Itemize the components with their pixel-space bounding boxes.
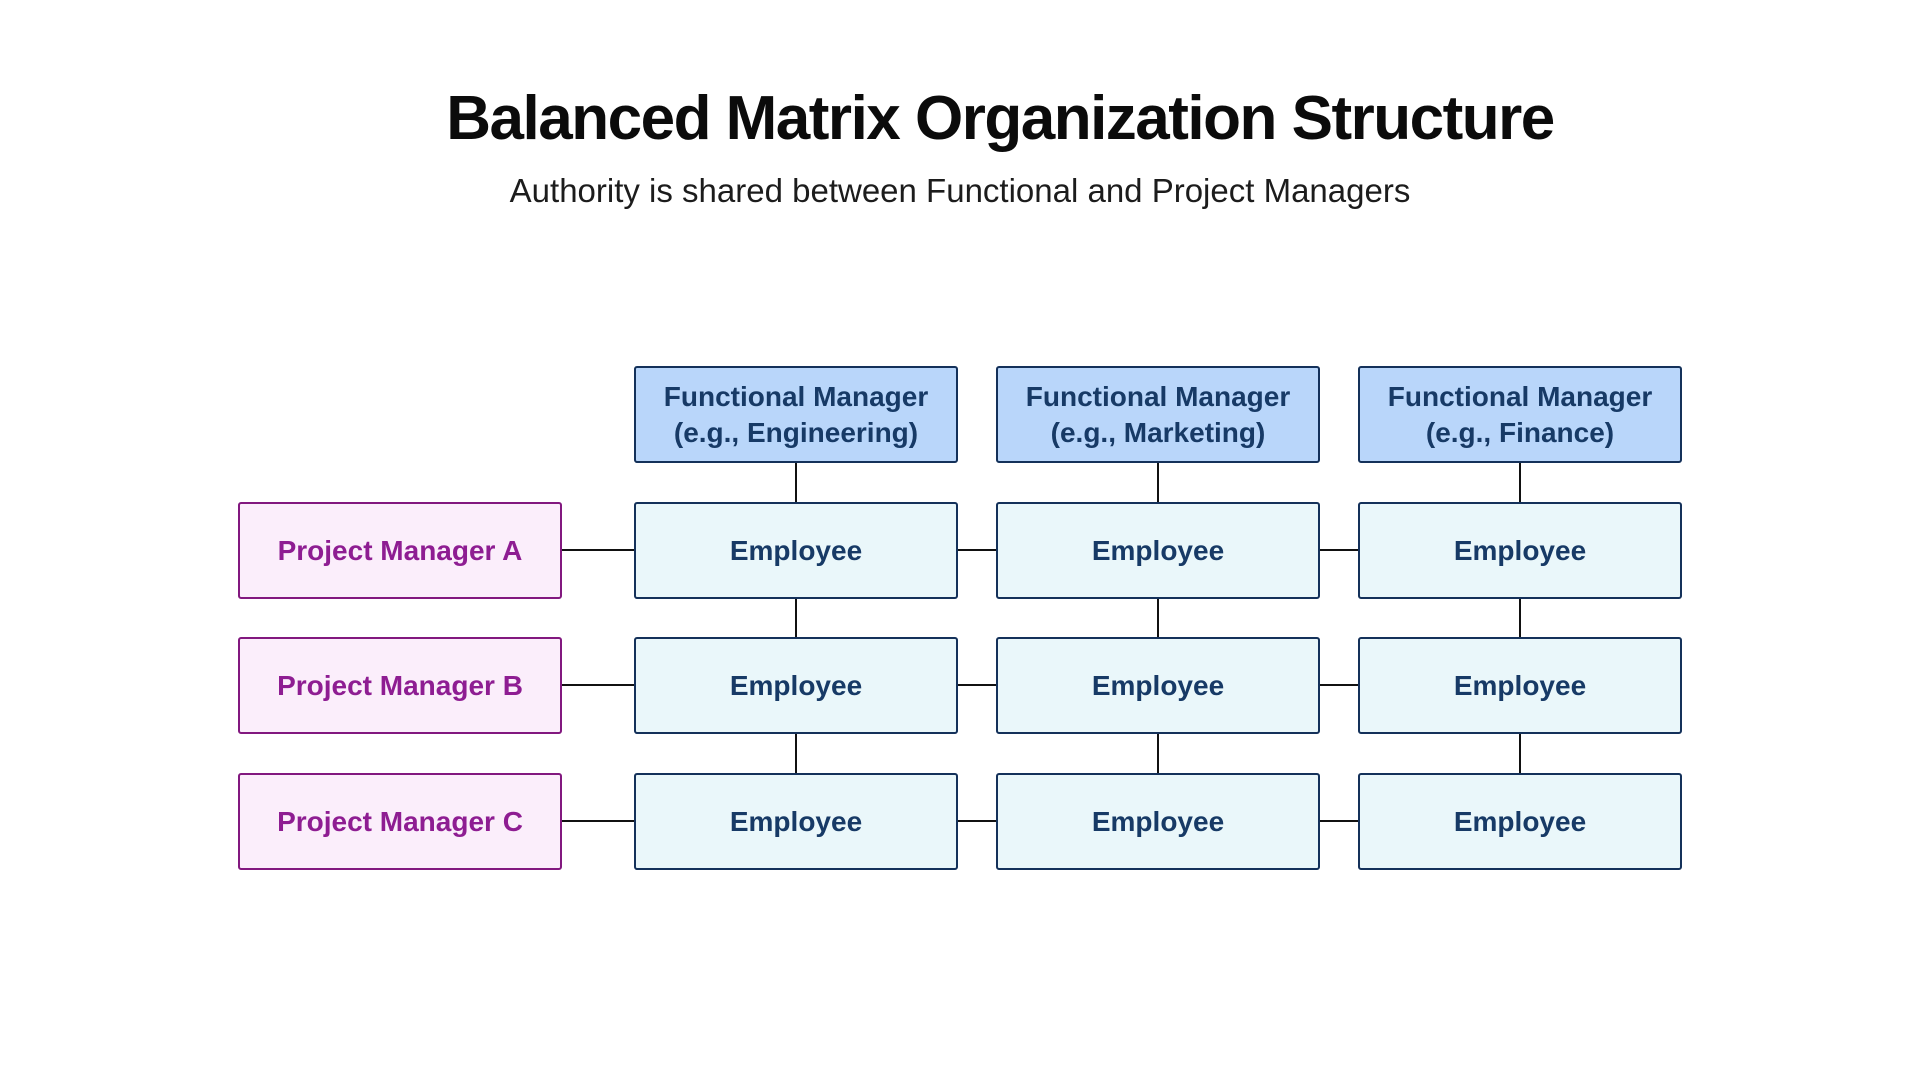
connector-vertical-c1-r1r2 <box>795 599 797 637</box>
functional-manager-box-engineering: Functional Manager (e.g., Engineering) <box>634 366 958 463</box>
page-title: Balanced Matrix Organization Structure <box>446 84 1555 153</box>
employee-label: Employee <box>1091 534 1225 566</box>
project-manager-box-b: Project Manager B <box>238 637 562 734</box>
connector-horizontal-r3-c1c2 <box>958 820 996 822</box>
connector-vertical-c3-r2r3 <box>1519 734 1521 773</box>
employee-box-r2c1: Employee <box>634 637 958 734</box>
connector-horizontal-r1-c2c3 <box>1320 549 1358 551</box>
project-manager-box-c: Project Manager C <box>238 773 562 870</box>
project-manager-label: Project Manager B <box>277 669 523 701</box>
employee-label: Employee <box>1453 805 1587 837</box>
employee-box-r3c1: Employee <box>634 773 958 870</box>
employee-box-r3c3: Employee <box>1358 773 1682 870</box>
connector-horizontal-r2-c2c3 <box>1320 684 1358 686</box>
connector-vertical-c2-r2r3 <box>1157 734 1159 773</box>
employee-box-r1c2: Employee <box>996 502 1320 599</box>
employee-box-r1c1: Employee <box>634 502 958 599</box>
connector-horizontal-r1-c1c2 <box>958 549 996 551</box>
functional-manager-subtitle: (e.g., Finance) <box>1425 416 1615 448</box>
page-subtitle: Authority is shared between Functional a… <box>509 172 1411 209</box>
connector-horizontal-pmc-e1 <box>562 820 634 822</box>
connector-horizontal-r2-c1c2 <box>958 684 996 686</box>
employee-label: Employee <box>1453 534 1587 566</box>
connector-vertical-fm1-e1 <box>795 463 797 502</box>
employee-box-r1c3: Employee <box>1358 502 1682 599</box>
project-manager-label: Project Manager A <box>277 534 523 566</box>
functional-manager-box-marketing: Functional Manager (e.g., Marketing) <box>996 366 1320 463</box>
employee-label: Employee <box>1091 805 1225 837</box>
employee-box-r2c2: Employee <box>996 637 1320 734</box>
employee-label: Employee <box>1091 669 1225 701</box>
project-manager-label: Project Manager C <box>277 805 523 837</box>
connector-vertical-c2-r1r2 <box>1157 599 1159 637</box>
connector-horizontal-pma-e1 <box>562 549 634 551</box>
connector-vertical-c3-r1r2 <box>1519 599 1521 637</box>
functional-manager-title: Functional Manager <box>663 380 929 412</box>
connector-vertical-fm3-e1 <box>1519 463 1521 502</box>
functional-manager-title: Functional Manager <box>1025 380 1291 412</box>
employee-label: Employee <box>729 534 863 566</box>
employee-label: Employee <box>1453 669 1587 701</box>
employee-box-r3c2: Employee <box>996 773 1320 870</box>
functional-manager-title: Functional Manager <box>1387 380 1653 412</box>
connector-vertical-fm2-e1 <box>1157 463 1159 502</box>
employee-label: Employee <box>729 805 863 837</box>
employee-label: Employee <box>729 669 863 701</box>
connector-vertical-c1-r2r3 <box>795 734 797 773</box>
functional-manager-subtitle: (e.g., Engineering) <box>673 416 919 448</box>
connector-horizontal-r3-c2c3 <box>1320 820 1358 822</box>
employee-box-r2c3: Employee <box>1358 637 1682 734</box>
functional-manager-box-finance: Functional Manager (e.g., Finance) <box>1358 366 1682 463</box>
connector-horizontal-pmb-e1 <box>562 684 634 686</box>
functional-manager-subtitle: (e.g., Marketing) <box>1050 416 1266 448</box>
project-manager-box-a: Project Manager A <box>238 502 562 599</box>
